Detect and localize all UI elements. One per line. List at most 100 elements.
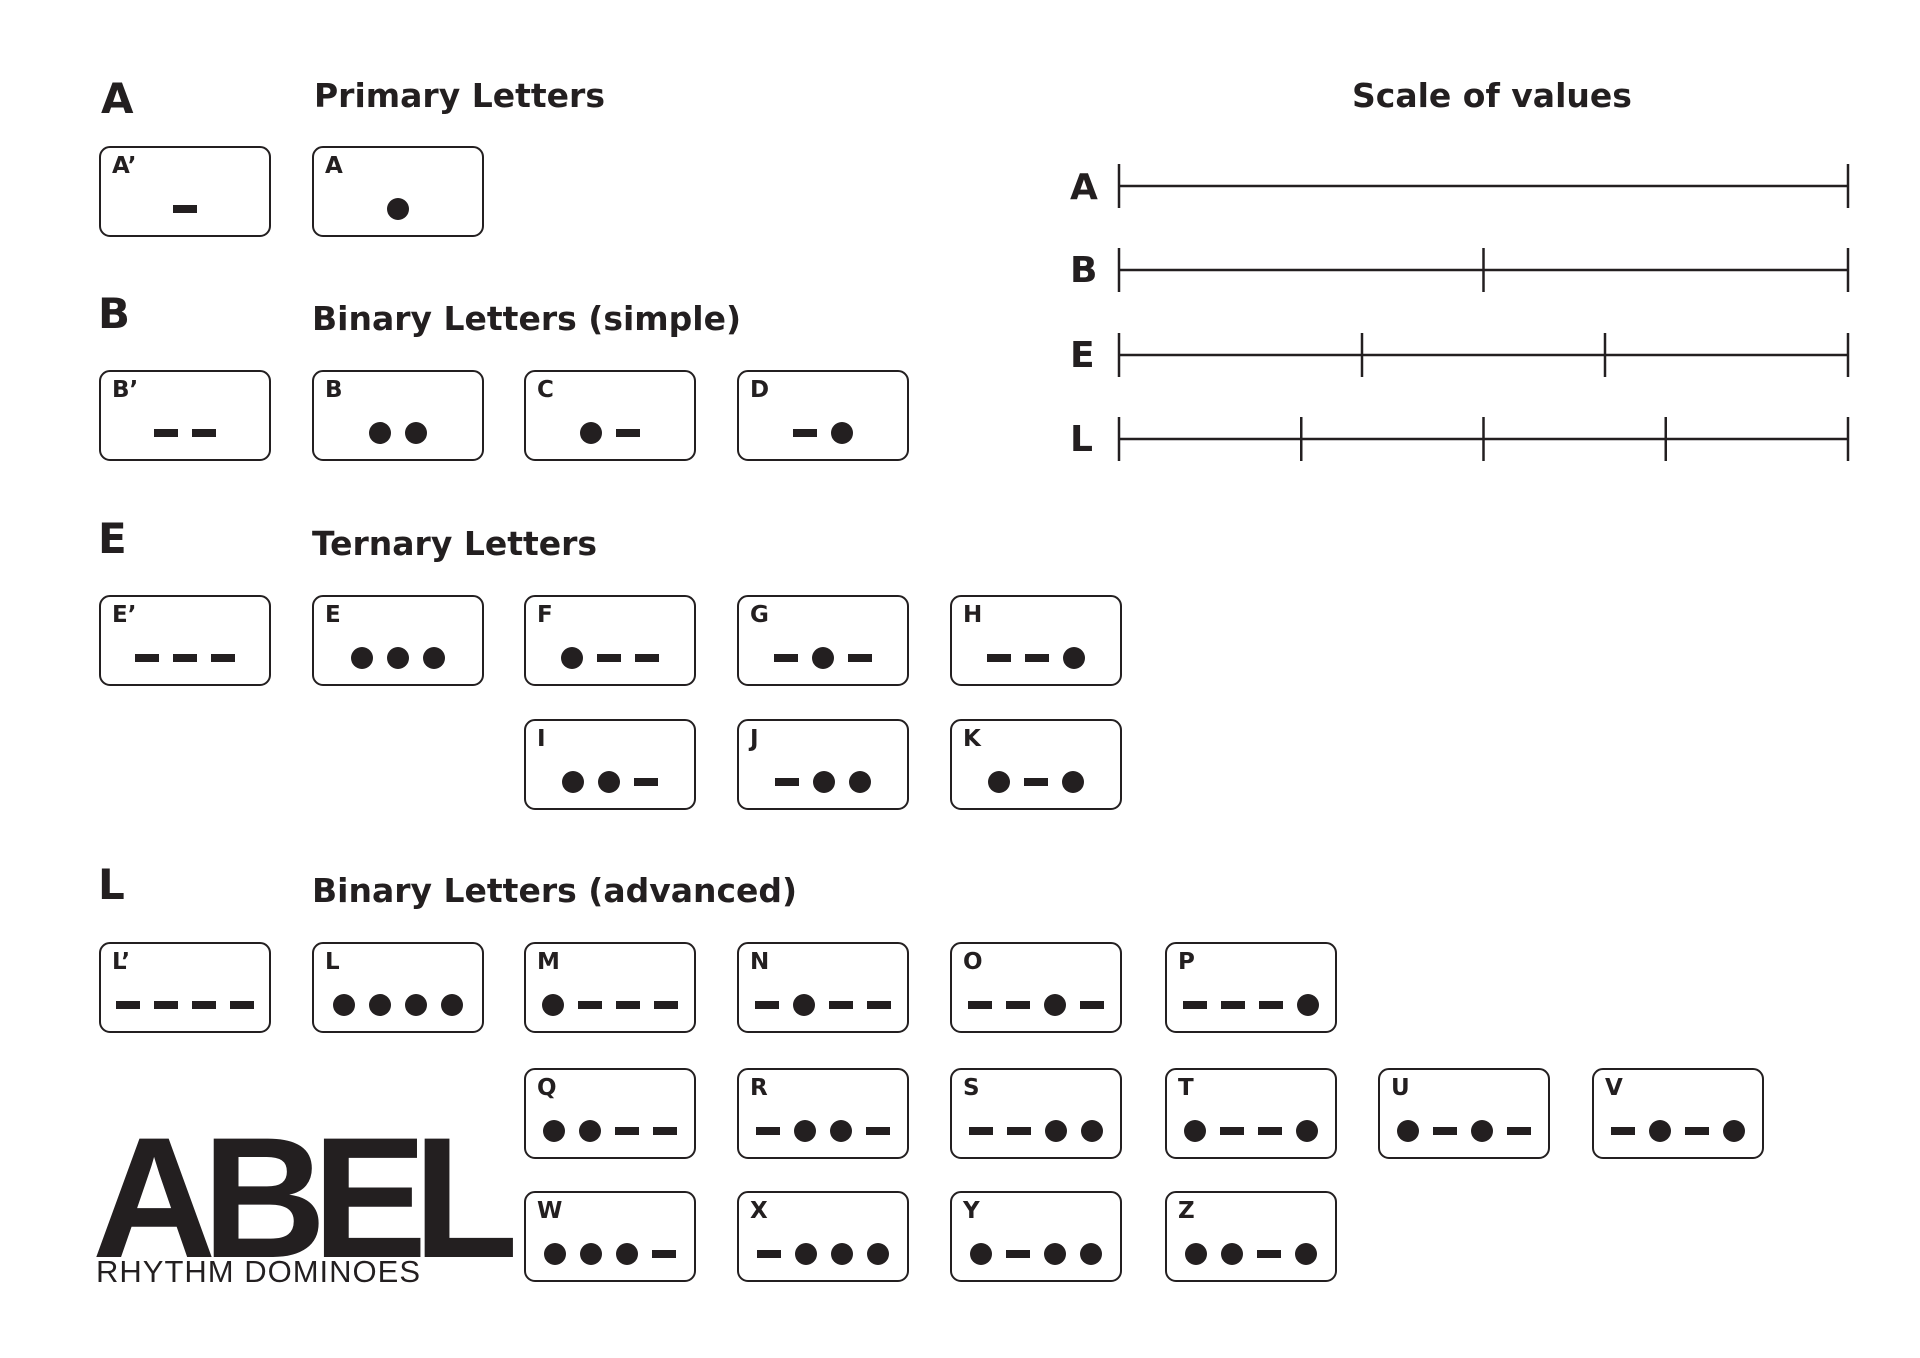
rhythm-pattern — [538, 646, 682, 670]
domino-label: L’ — [112, 949, 131, 975]
dash-symbol — [154, 429, 178, 437]
dash-symbol — [1007, 1127, 1031, 1135]
dot-symbol — [1296, 1120, 1318, 1142]
rhythm-pattern — [538, 421, 682, 445]
dot-symbol — [1184, 1120, 1206, 1142]
domino-tile-b-prime: B’ — [99, 370, 271, 461]
section-e-title: Ternary Letters — [312, 524, 598, 563]
dot-symbol — [405, 994, 427, 1016]
dot-symbol — [1081, 1120, 1103, 1142]
rhythm-pattern — [326, 197, 470, 221]
rhythm-pattern — [326, 421, 470, 445]
scale-of-values-diagram — [1117, 164, 1850, 461]
dash-symbol — [634, 778, 658, 786]
domino-label: M — [537, 949, 560, 975]
rhythm-pattern — [964, 993, 1108, 1017]
dash-symbol — [173, 654, 197, 662]
dot-symbol — [369, 422, 391, 444]
domino-tile-l-prime: L’ — [99, 942, 271, 1033]
dot-symbol — [1295, 1243, 1317, 1265]
dot-symbol — [543, 1120, 565, 1142]
section-l-title: Binary Letters (advanced) — [312, 871, 798, 910]
dot-symbol — [849, 771, 871, 793]
dot-symbol — [793, 994, 815, 1016]
dash-symbol — [211, 654, 235, 662]
dot-symbol — [1723, 1120, 1745, 1142]
domino-tile-t: T — [1165, 1068, 1337, 1159]
scale-label-l: L — [1070, 419, 1093, 460]
rhythm-pattern — [1179, 1119, 1323, 1143]
rhythm-pattern — [964, 770, 1108, 794]
dash-symbol — [1080, 1001, 1104, 1009]
domino-label: A — [325, 153, 343, 179]
section-a-title: Primary Letters — [314, 76, 605, 115]
dot-symbol — [616, 1243, 638, 1265]
domino-tile-l: L — [312, 942, 484, 1033]
rhythm-pattern — [326, 993, 470, 1017]
dot-symbol — [441, 994, 463, 1016]
scale-label-b: B — [1070, 250, 1098, 291]
logo-subtitle: RHYTHM DOMINOES — [96, 1254, 421, 1289]
dash-symbol — [597, 654, 621, 662]
domino-label: K — [963, 726, 981, 752]
domino-label: E’ — [112, 602, 137, 628]
domino-label: U — [1391, 1075, 1410, 1101]
dot-symbol — [1080, 1243, 1102, 1265]
rhythm-pattern — [751, 1242, 895, 1266]
rhythm-pattern — [113, 421, 257, 445]
rhythm-pattern — [113, 197, 257, 221]
rhythm-pattern — [751, 646, 895, 670]
rhythm-pattern — [751, 421, 895, 445]
dot-symbol — [1185, 1243, 1207, 1265]
dash-symbol — [1433, 1127, 1457, 1135]
dot-symbol — [562, 771, 584, 793]
rhythm-pattern — [751, 770, 895, 794]
domino-tile-s: S — [950, 1068, 1122, 1159]
domino-label: V — [1605, 1075, 1623, 1101]
dot-symbol — [423, 647, 445, 669]
domino-label: T — [1178, 1075, 1194, 1101]
dash-symbol — [154, 1001, 178, 1009]
dot-symbol — [387, 647, 409, 669]
domino-tile-d: D — [737, 370, 909, 461]
domino-tile-r: R — [737, 1068, 909, 1159]
rhythm-pattern — [538, 770, 682, 794]
dot-symbol — [794, 1120, 816, 1142]
domino-label: W — [537, 1198, 563, 1224]
dash-symbol — [173, 205, 197, 213]
rhythm-pattern — [1606, 1119, 1750, 1143]
dash-symbol — [757, 1250, 781, 1258]
dash-symbol — [616, 1001, 640, 1009]
rhythm-pattern — [113, 993, 257, 1017]
rhythm-pattern — [751, 993, 895, 1017]
rhythm-pattern — [113, 646, 257, 670]
domino-label: H — [963, 602, 983, 628]
domino-tile-q: Q — [524, 1068, 696, 1159]
dash-symbol — [1024, 778, 1048, 786]
dash-symbol — [135, 654, 159, 662]
dot-symbol — [1297, 994, 1319, 1016]
domino-label: Y — [963, 1198, 980, 1224]
domino-tile-x: X — [737, 1191, 909, 1282]
domino-tile-u: U — [1378, 1068, 1550, 1159]
dash-symbol — [1685, 1127, 1709, 1135]
domino-tile-z: Z — [1165, 1191, 1337, 1282]
rhythm-pattern — [538, 993, 682, 1017]
dash-symbol — [1221, 1001, 1245, 1009]
dash-symbol — [1258, 1127, 1282, 1135]
dash-symbol — [848, 654, 872, 662]
dot-symbol — [1471, 1120, 1493, 1142]
dash-symbol — [775, 778, 799, 786]
dot-symbol — [1397, 1120, 1419, 1142]
dash-symbol — [653, 1127, 677, 1135]
domino-tile-o: O — [950, 942, 1122, 1033]
dash-symbol — [866, 1127, 890, 1135]
domino-label: N — [750, 949, 770, 975]
scale-title: Scale of values — [1352, 76, 1632, 115]
dash-symbol — [968, 1001, 992, 1009]
dash-symbol — [1259, 1001, 1283, 1009]
dash-symbol — [616, 429, 640, 437]
dash-symbol — [793, 429, 817, 437]
dot-symbol — [830, 1120, 852, 1142]
domino-tile-f: F — [524, 595, 696, 686]
